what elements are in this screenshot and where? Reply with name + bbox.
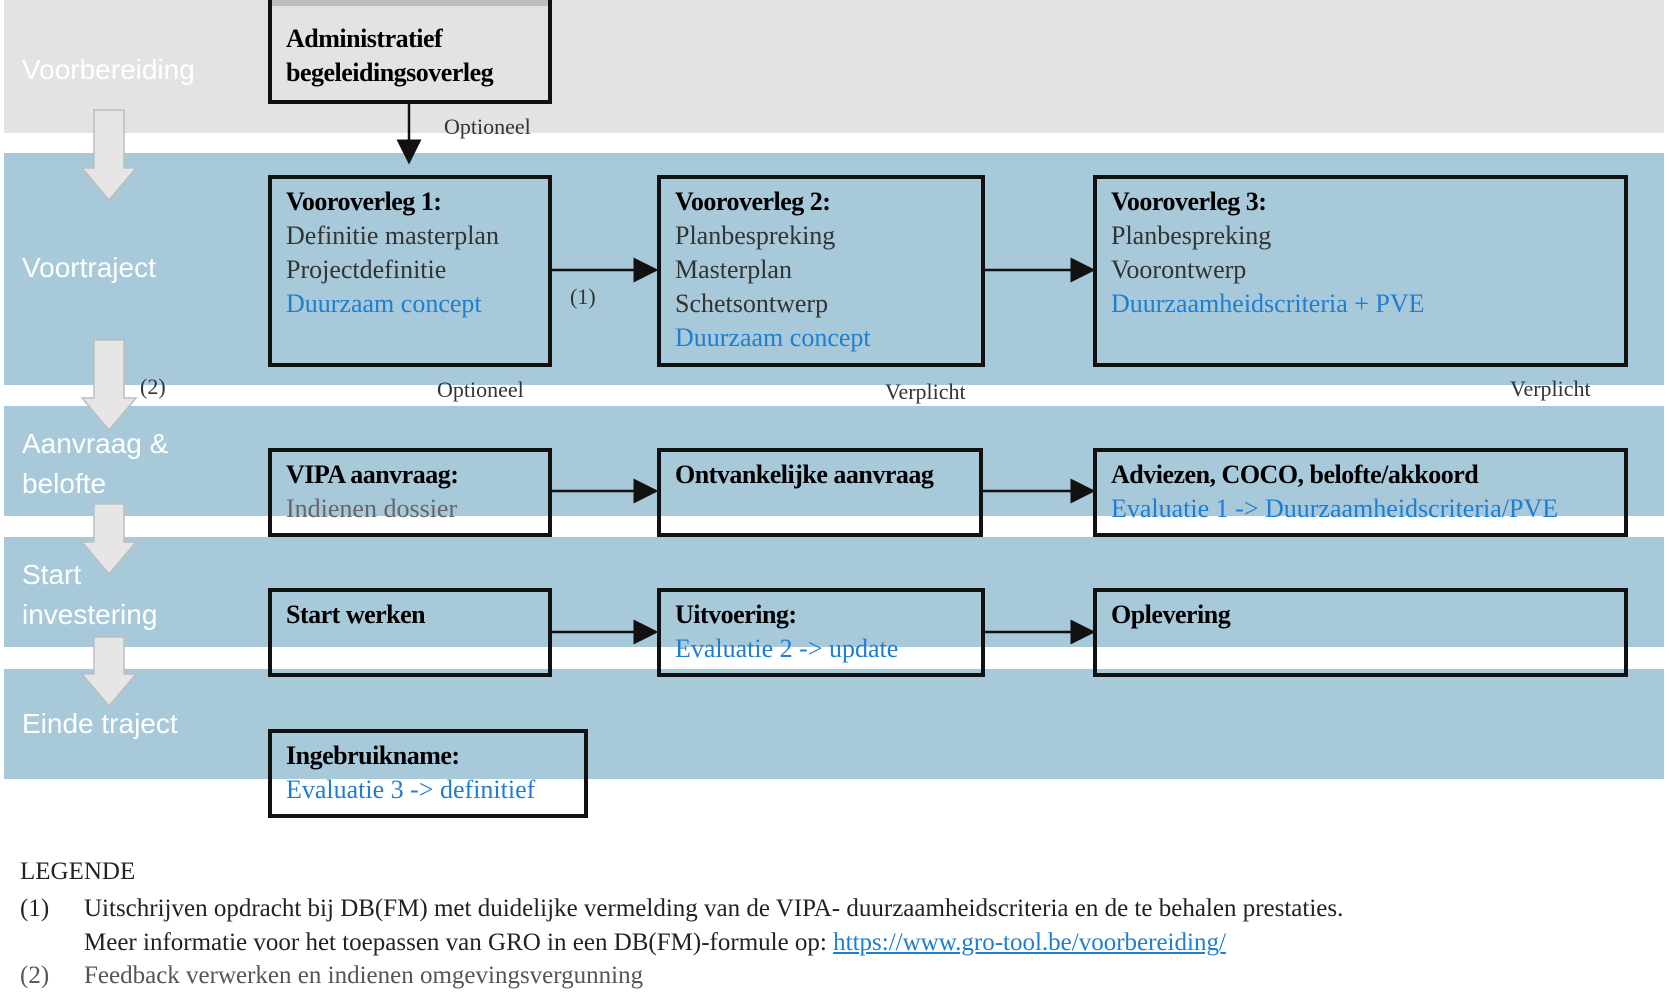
legend-marker: (1) [20, 895, 50, 922]
phase-down-arrow-2 [80, 339, 138, 432]
box-title: Vooroverleg 2: [675, 187, 831, 216]
legend-text: Meer informatie voor het toepassen van G… [84, 929, 827, 956]
box-line: Planbespreking [1111, 221, 1272, 250]
box-line: Masterplan [675, 255, 792, 284]
box-line: Voorontwerp [1111, 255, 1247, 284]
box-line: Indienen dossier [286, 494, 458, 523]
box-vooroverleg-2: Vooroverleg 2: Planbespreking Masterplan… [657, 175, 985, 367]
box-highlight: Duurzaam concept [286, 289, 482, 318]
legend-title: LEGENDE [20, 858, 136, 885]
box-highlight: Evaluatie 1 -> Duurzaamheidscriteria/PVE [1111, 494, 1559, 523]
box-title: Start werken [286, 600, 426, 629]
box-highlight: Duurzaamheidscriteria + PVE [1111, 289, 1425, 318]
note-verplicht-vooroverleg3: Verplicht [1510, 376, 1591, 401]
box-start-werken: Start werken [268, 588, 552, 677]
phase-band-voorbereiding [4, 0, 1664, 133]
box-line: Definitie masterplan [286, 221, 499, 250]
note-optioneel-vooroverleg1: Optioneel [437, 377, 524, 402]
box-oplevering: Oplevering [1093, 588, 1628, 677]
legend-text: Feedback verwerken en indienen omgevings… [84, 962, 644, 989]
box-title: Administratief begeleidingsoverleg [286, 24, 494, 87]
box-title: Adviezen, COCO, belofte/akkoord [1111, 460, 1479, 489]
box-title: Ontvankelijke aanvraag [675, 460, 934, 489]
box-title: Ingebruikname: [286, 741, 460, 770]
phase-down-arrow-3 [80, 503, 138, 576]
box-highlight: Evaluatie 3 -> definitief [286, 775, 536, 804]
box-line: Projectdefinitie [286, 255, 447, 284]
box-line: Planbespreking [675, 221, 836, 250]
box-ontvankelijke-aanvraag: Ontvankelijke aanvraag [657, 448, 983, 537]
box-administratief-begeleidingsoverleg: Administratief begeleidingsoverleg [268, 0, 552, 104]
box-title: Vooroverleg 1: [286, 187, 442, 216]
phase-label-einde: Einde traject [22, 708, 178, 739]
box-highlight: Duurzaam concept [675, 323, 871, 352]
box-uitvoering: Uitvoering: Evaluatie 2 -> update [657, 588, 985, 677]
box-highlight: Evaluatie 2 -> update [675, 634, 899, 663]
note-marker-2: (2) [140, 374, 166, 399]
note-marker-1: (1) [570, 284, 596, 309]
legend-text: Uitschrijven opdracht bij DB(FM) met dui… [84, 895, 1344, 922]
note-verplicht-vooroverleg2: Verplicht [885, 379, 966, 404]
box-title: Oplevering [1111, 600, 1231, 629]
legend-item-2: (2) Feedback verwerken en indienen omgevi… [20, 962, 1640, 990]
phase-label-start: Start investering [22, 559, 158, 630]
box-vooroverleg-3: Vooroverleg 3: Planbespreking Voorontwer… [1093, 175, 1628, 367]
phase-label-voorbereiding: Voorbereiding [22, 54, 195, 85]
box-adviezen: Adviezen, COCO, belofte/akkoord Evaluati… [1093, 448, 1628, 537]
phase-down-arrow-1 [80, 109, 138, 202]
phase-band-voortraject [4, 153, 1664, 385]
phase-band-einde [4, 669, 1664, 779]
phase-down-arrow-4 [80, 636, 138, 708]
legend-item-1: (1) Uitschrijven opdracht bij DB(FM) met … [20, 895, 1640, 923]
phase-band-start [4, 537, 1664, 647]
box-vooroverleg-1: Vooroverleg 1: Definitie masterplan Proj… [268, 175, 552, 367]
note-optioneel-admin: Optioneel [444, 114, 531, 139]
box-ingebruikname: Ingebruikname: Evaluatie 3 -> definitief [268, 729, 588, 818]
box-title: Uitvoering: [675, 600, 797, 629]
phase-label-aanvraag: Aanvraag & belofte [22, 428, 169, 499]
legend-marker: (2) [20, 962, 50, 989]
box-title: Vooroverleg 3: [1111, 187, 1267, 216]
legend-item-1-more: Meer informatie voor het toepassen van G… [20, 929, 1640, 957]
phase-label-voortraject: Voortraject [22, 252, 156, 283]
box-line: Schetsontwerp [675, 289, 829, 318]
box-title: VIPA aanvraag: [286, 460, 459, 489]
phase-band-aanvraag [4, 406, 1664, 516]
legend-link-gro-tool[interactable]: https://www.gro-tool.be/voorbereiding/ [833, 929, 1226, 956]
box-vipa-aanvraag: VIPA aanvraag: Indienen dossier [268, 448, 552, 537]
